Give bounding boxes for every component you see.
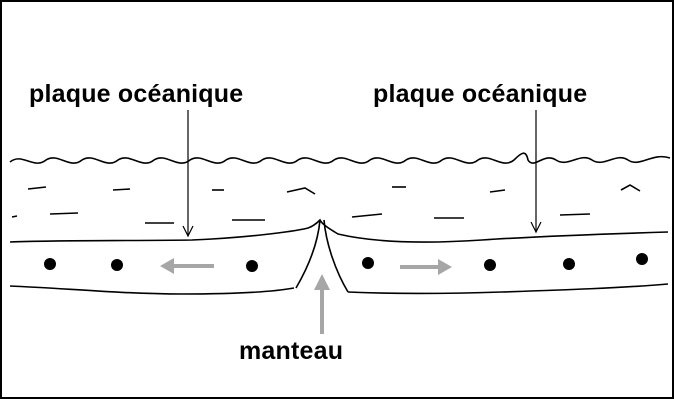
mantle-label: manteau bbox=[239, 337, 343, 366]
plate-dot bbox=[246, 260, 258, 272]
left-motion-arrow bbox=[160, 258, 214, 274]
plate-bottom-boundary bbox=[10, 284, 668, 294]
plate-top-boundary bbox=[10, 220, 668, 242]
right-plate-label: plaque océanique bbox=[373, 80, 587, 109]
plate-dot bbox=[636, 253, 648, 265]
water-dashes bbox=[12, 185, 640, 223]
plate-markers bbox=[44, 253, 648, 272]
right-motion-arrow bbox=[400, 259, 452, 275]
plate-dot bbox=[563, 258, 575, 270]
plate-dot bbox=[362, 257, 374, 269]
ocean-surface-line bbox=[10, 153, 670, 163]
plate-dot bbox=[44, 258, 56, 270]
ridge-right-wall bbox=[324, 220, 348, 292]
label-pointers bbox=[183, 110, 541, 236]
plate-dot bbox=[111, 259, 123, 271]
plate-dot bbox=[484, 259, 496, 271]
mantle-upwelling-arrow bbox=[314, 274, 330, 334]
left-plate-label: plaque océanique bbox=[29, 80, 243, 109]
